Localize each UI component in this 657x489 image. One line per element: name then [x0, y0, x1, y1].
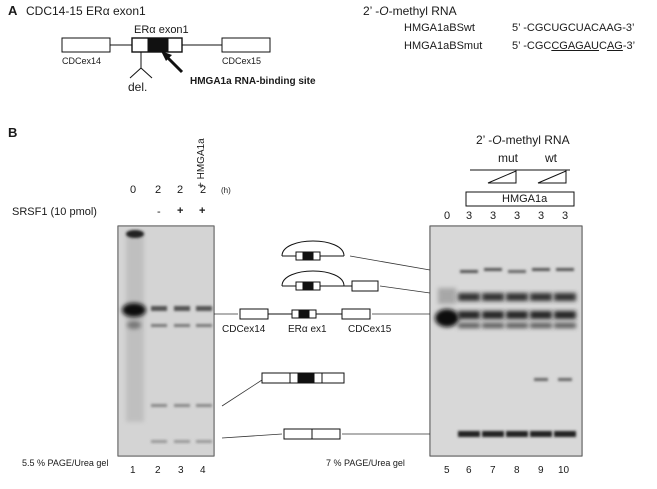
seq-mut-name: HMGA1aBSmut	[404, 40, 483, 52]
seq-mut-mutated2: AG	[606, 40, 623, 52]
seq-mut-mutated1: CGAGAU	[551, 40, 600, 52]
methyl-o: O	[379, 4, 389, 18]
lane-2: 2	[155, 465, 161, 476]
mid-label-cdcex14: CDCex14	[222, 324, 266, 335]
label-era-exon1: ERα exon1	[134, 24, 189, 36]
seq-mut-part1: 5’ -CGC	[512, 40, 552, 52]
time-lane3: 2	[177, 184, 184, 196]
schematic-exon-included	[261, 372, 345, 384]
time-lane2: 2	[155, 184, 162, 196]
right-time-lane8: 3	[514, 210, 521, 222]
seq-mut: 5’ -CGCCGAGAUCAG-3’	[512, 40, 635, 52]
right-hmga1a-label: HMGA1a	[502, 193, 548, 205]
binding-site-arrow	[161, 51, 184, 74]
lane-1: 1	[130, 465, 136, 476]
schematic-lariat-full	[281, 240, 345, 261]
seq-mut-part2: C	[599, 40, 607, 52]
time-lane1: 0	[130, 184, 137, 196]
schematic-exon-skipped	[283, 428, 341, 440]
deletion-left	[129, 67, 142, 79]
methyl-rna-heading: 2’ -O-methyl RNA	[363, 4, 457, 18]
right-mut-label: mut	[498, 151, 519, 165]
panel-a-title: CDC14-15 ERα exon1	[26, 4, 146, 18]
schematic-lariat-intermediate	[281, 270, 379, 292]
mid-label-era-ex1: ERα ex1	[288, 324, 327, 335]
time-unit: (h)	[221, 186, 231, 195]
time-lane4: 2	[200, 184, 207, 196]
lane-4: 4	[200, 465, 206, 476]
methyl-suffix: -methyl RNA	[388, 4, 457, 18]
right-wt-label: wt	[545, 151, 557, 165]
seq-wt: 5’ -CGCUGCUACAAG-3’	[512, 22, 635, 34]
right-time-lane9: 3	[538, 210, 545, 222]
panel-b-label: B	[8, 125, 18, 140]
deletion-right	[140, 67, 153, 79]
hmga1a-binding-region	[147, 37, 169, 53]
right-methyl-prefix: 2’ -	[476, 133, 493, 147]
splicing-construct-diagram	[61, 37, 271, 79]
schematic-pre-mrna	[239, 308, 371, 320]
label-cdcex14: CDCex14	[62, 56, 102, 66]
right-methyl-suffix: -methyl RNA	[501, 133, 570, 147]
exon-box-cdcex15	[221, 37, 271, 53]
methyl-prefix: 2’ -	[363, 4, 380, 18]
lane-8: 8	[514, 465, 520, 476]
right-methyl-o: O	[492, 133, 502, 147]
right-gel-caption: 7 % PAGE/Urea gel	[326, 458, 405, 468]
exon-box-cdcex14	[61, 37, 111, 53]
label-deletion: del.	[128, 80, 148, 94]
lane-9: 9	[538, 465, 544, 476]
panel-a-label: A	[8, 3, 18, 18]
mid-label-cdcex15: CDCex15	[348, 324, 392, 335]
label-cdcex15: CDCex15	[222, 56, 262, 66]
right-gel	[429, 225, 583, 457]
right-time-lane10: 3	[562, 210, 569, 222]
left-gel-caption: 5.5 % PAGE/Urea gel	[22, 458, 109, 468]
connector-lines	[214, 255, 431, 439]
srsf1-lane3: +	[177, 205, 184, 217]
right-time-lane6: 3	[466, 210, 473, 222]
seq-mut-part3: -3’	[622, 40, 636, 52]
right-header-graphics	[465, 169, 575, 207]
lane-10: 10	[558, 465, 570, 476]
srsf1-lane4: +	[199, 205, 206, 217]
lane-6: 6	[466, 465, 472, 476]
left-gel	[117, 225, 215, 457]
right-methyl-heading: 2’ -O-methyl RNA	[476, 133, 570, 147]
lane-7: 7	[490, 465, 496, 476]
product-schematics	[239, 240, 379, 440]
srsf1-lane2: -	[157, 206, 161, 218]
lane-5: 5	[444, 465, 450, 476]
right-time-lane5: 0	[444, 210, 451, 222]
hmga1a-vertical-label: + HMGA1a	[196, 138, 207, 188]
right-time-lane7: 3	[490, 210, 497, 222]
lane-3: 3	[178, 465, 184, 476]
label-binding-site: HMGA1a RNA-binding site	[190, 76, 316, 87]
seq-wt-name: HMGA1aBSwt	[404, 22, 475, 34]
srsf1-label: SRSF1 (10 pmol)	[12, 206, 97, 218]
